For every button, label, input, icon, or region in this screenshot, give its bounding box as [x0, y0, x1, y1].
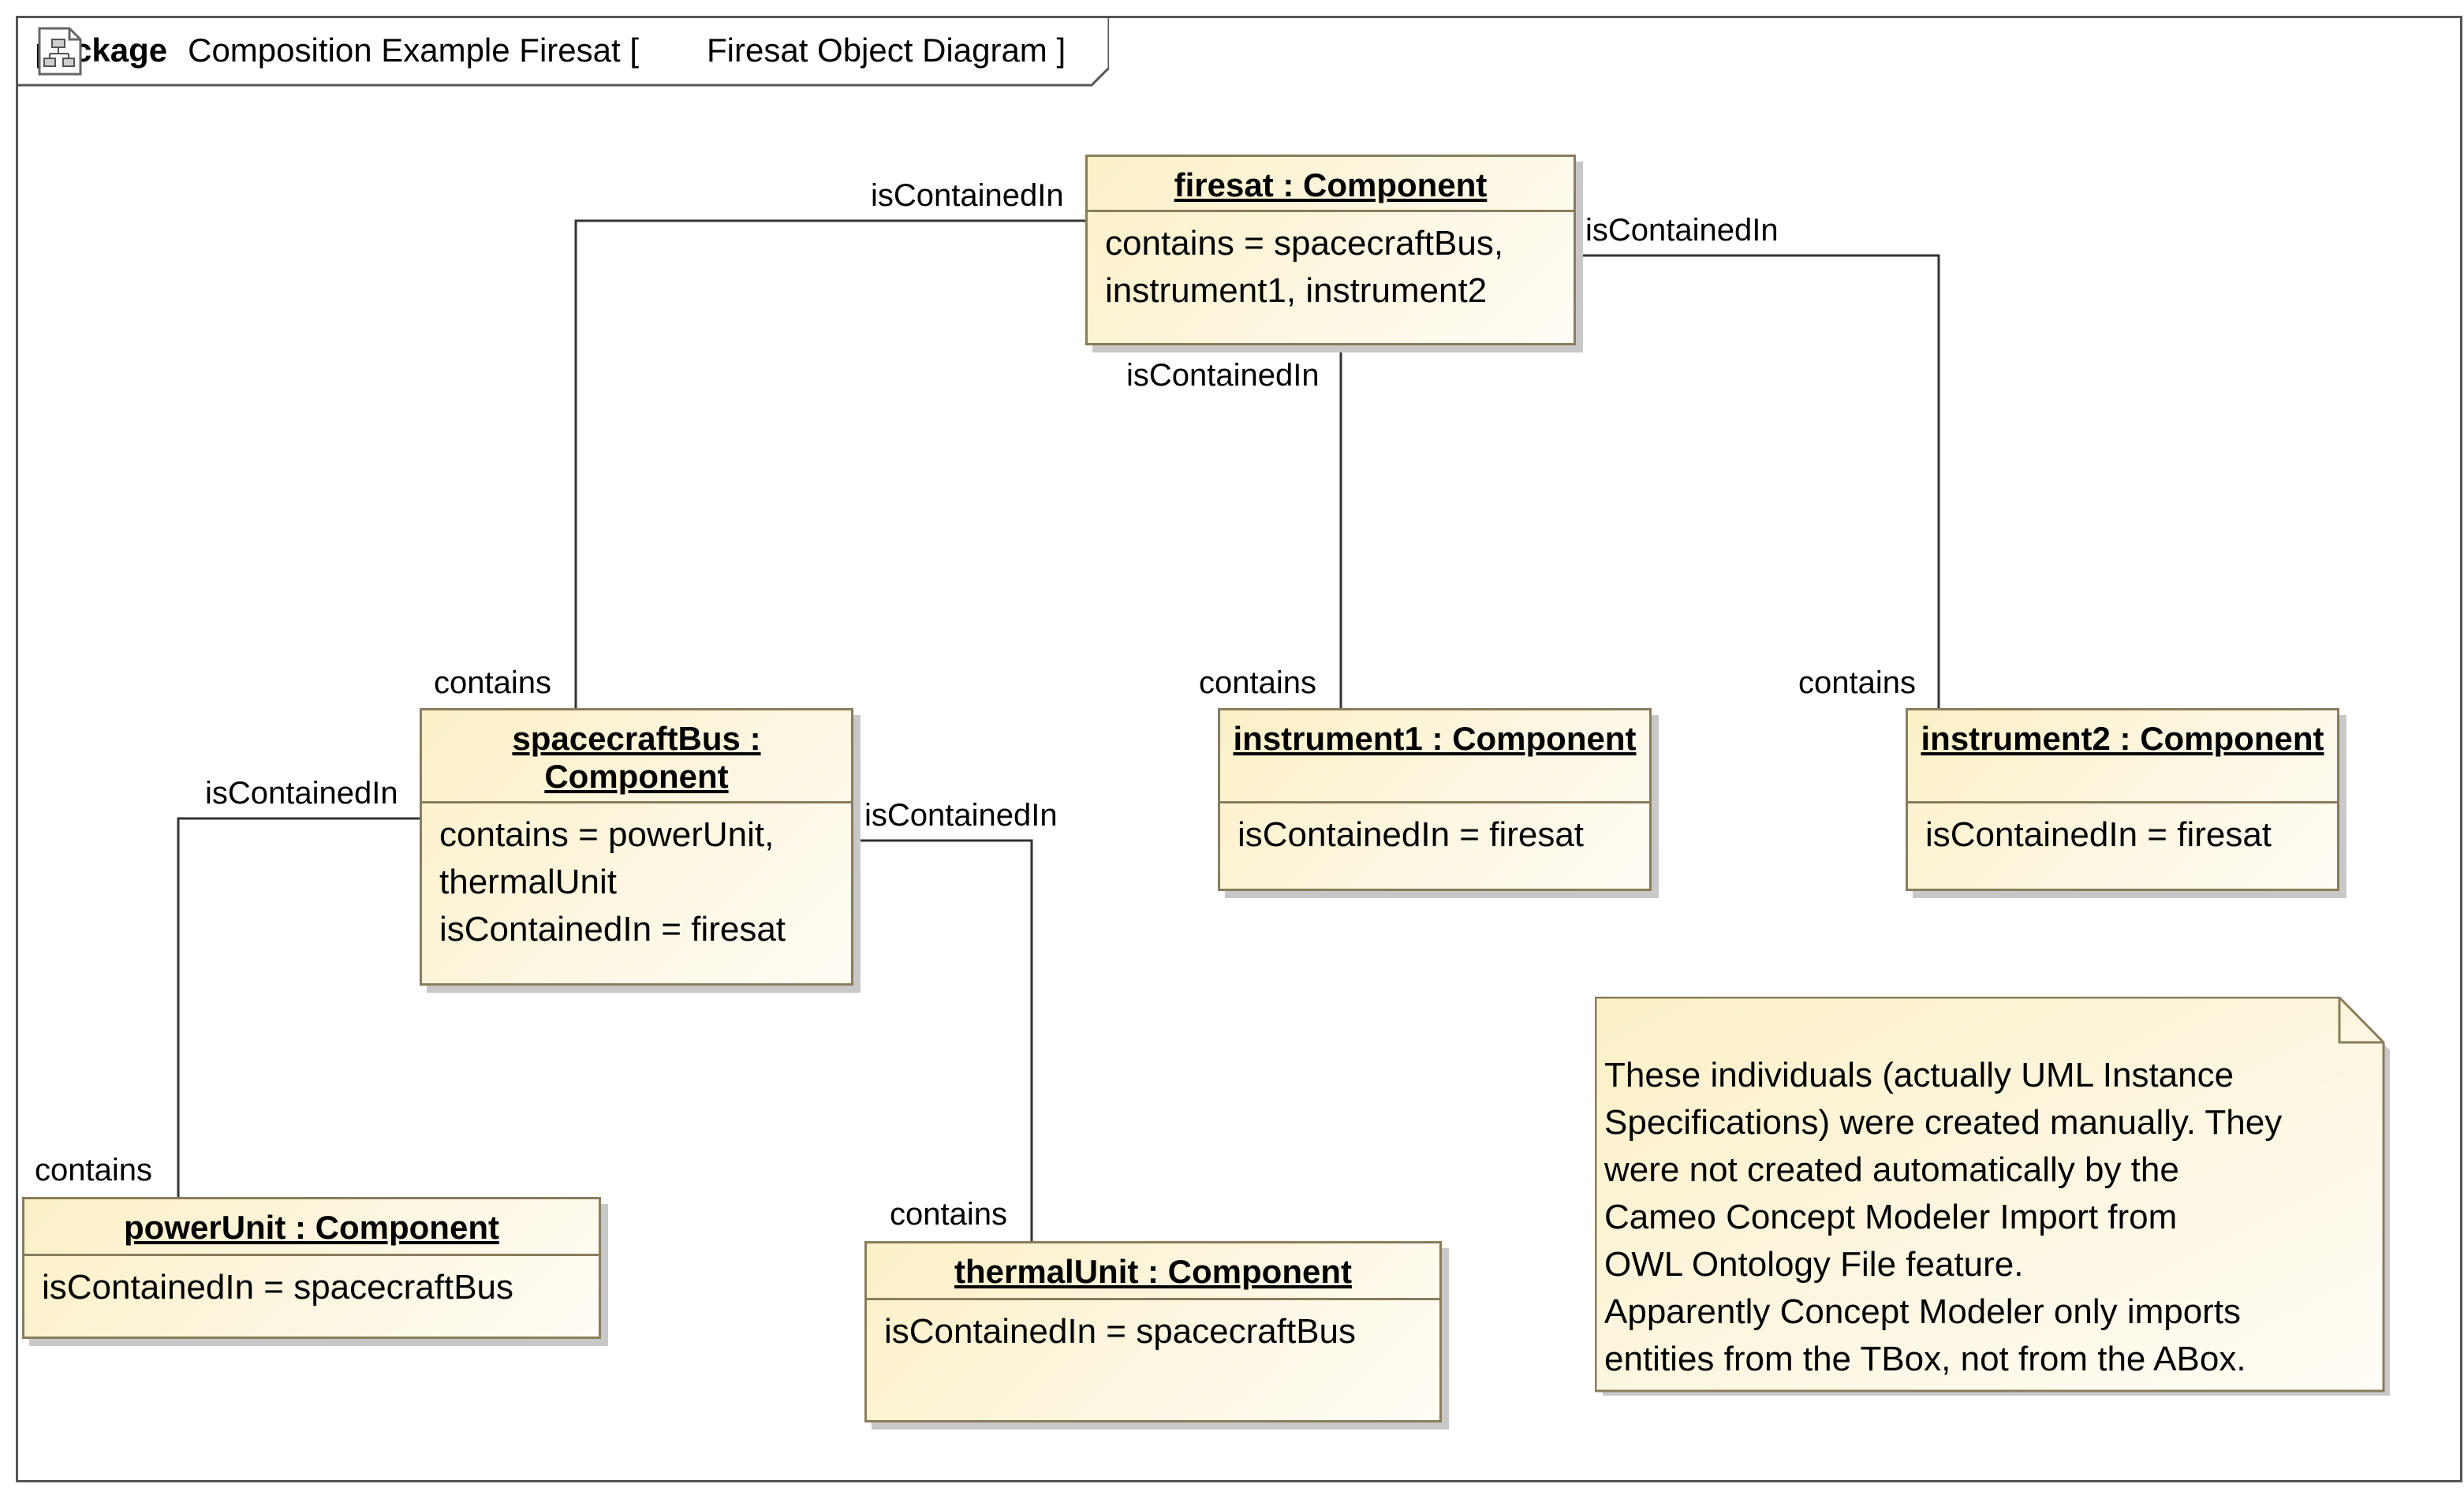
note-text: These individuals (actually UML Instance…	[1604, 1056, 2283, 1378]
object-diagram-icon	[38, 26, 697, 76]
link-end-label: contains	[1199, 665, 1316, 700]
instance-slots: contains = powerUnit, thermalUnit isCont…	[439, 815, 786, 949]
link-end-label: isContainedIn	[871, 178, 1064, 213]
instance-title: firesat : Component	[1088, 157, 1574, 212]
link-end-label: isContainedIn	[1126, 358, 1320, 393]
link-end-label: contains	[890, 1197, 1007, 1232]
instance-powerUnit[interactable]: powerUnit : Component isContainedIn = sp…	[22, 1197, 601, 1339]
header-tab-border	[16, 16, 1109, 87]
instance-slots: isContainedIn = firesat	[1238, 815, 1585, 854]
link-end-label: contains	[1798, 665, 1916, 700]
link-end-label: isContainedIn	[1585, 213, 1779, 248]
package-name: Composition Example Firesat [	[188, 32, 639, 69]
link-firesat-spacecraftBus[interactable]	[574, 219, 1085, 708]
instance-title: spacecraftBus : Component	[422, 710, 851, 803]
link-spacecraftBus-thermalUnit[interactable]	[853, 839, 1033, 1241]
diagram-frame	[16, 16, 2462, 1482]
instance-title: powerUnit : Component	[24, 1199, 599, 1256]
instance-slots: isContainedIn = firesat	[1925, 815, 2272, 854]
instance-slots: contains = spacecraftBus, instrument1, i…	[1105, 224, 1504, 310]
instance-slots: isContainedIn = spacecraftBus	[42, 1268, 514, 1307]
diagram-header: package Composition Example Firesat [ Fi…	[35, 26, 1066, 76]
link-end-label: isContainedIn	[205, 776, 398, 811]
link-end-label: contains	[35, 1153, 152, 1187]
diagram-header-tab: package Composition Example Firesat [ Fi…	[16, 16, 1109, 87]
instance-spacecraftBus[interactable]: spacecraftBus : Component contains = pow…	[420, 708, 853, 986]
instance-instrument2[interactable]: instrument2 : Component isContainedIn = …	[1906, 708, 2339, 891]
link-spacecraftBus-powerUnit[interactable]	[177, 817, 420, 1197]
instance-firesat[interactable]: firesat : Component contains = spacecraf…	[1085, 155, 1576, 345]
instance-title: instrument2 : Component	[1908, 710, 2337, 803]
instance-instrument1[interactable]: instrument1 : Component isContainedIn = …	[1218, 708, 1652, 891]
note-shape	[1595, 997, 2390, 1396]
instance-thermalUnit[interactable]: thermalUnit : Component isContainedIn = …	[864, 1241, 1442, 1422]
instance-slots: isContainedIn = spacecraftBus	[884, 1312, 1357, 1351]
diagram-name: Firesat Object Diagram ]	[707, 32, 1066, 69]
instance-title: thermalUnit : Component	[867, 1243, 1439, 1300]
link-firesat-instrument2[interactable]	[1574, 254, 1940, 708]
comment-note[interactable]: These individuals (actually UML Instance…	[1595, 997, 2391, 1397]
link-end-label: contains	[434, 665, 551, 700]
link-end-label: isContainedIn	[864, 798, 1058, 833]
instance-title: instrument1 : Component	[1220, 710, 1649, 803]
